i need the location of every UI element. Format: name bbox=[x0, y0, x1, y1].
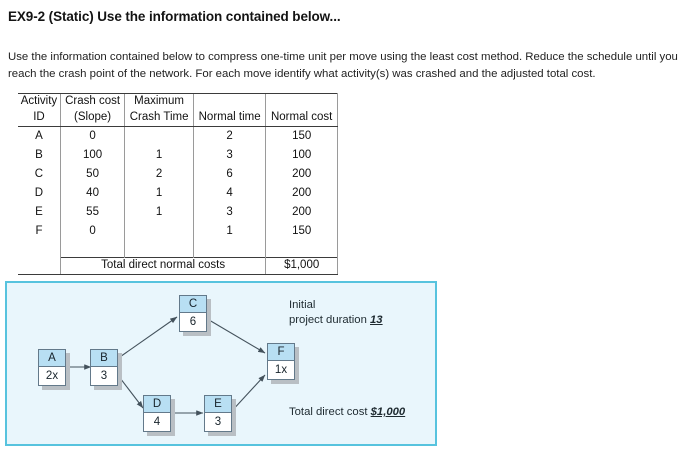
table-header-row-1: Activity Crash cost Maximum bbox=[18, 93, 338, 110]
cell-normal-cost: 200 bbox=[265, 184, 338, 203]
network-node-b[interactable]: B 3 bbox=[90, 349, 122, 390]
th-slope: (Slope) bbox=[59, 110, 125, 127]
cell-max-crash-time: 1 bbox=[124, 203, 194, 222]
initial-duration-line2: project duration bbox=[289, 313, 367, 326]
node-duration: 3 bbox=[100, 370, 108, 382]
cell-activity-id: A bbox=[35, 130, 43, 142]
th-blank-normal-cost bbox=[265, 93, 338, 110]
cell-slope: 0 bbox=[59, 126, 125, 146]
node-label: E bbox=[205, 396, 231, 413]
th-maximum: Maximum bbox=[124, 93, 194, 110]
cell-slope: 0 bbox=[59, 222, 125, 241]
cell-activity-id: D bbox=[34, 187, 44, 199]
cell-normal-time: 6 bbox=[192, 165, 266, 184]
table-header-row-2: ID (Slope) Crash Time Normal time Normal… bbox=[18, 110, 338, 127]
node-duration: 2x bbox=[45, 370, 59, 382]
network-diagram-panel: A 2x B 3 C 6 D 4 E 3 F 1 bbox=[5, 281, 437, 446]
initial-duration-annotation: Initial project duration 13 bbox=[289, 298, 383, 327]
total-direct-cost-value: $1,000 bbox=[370, 406, 406, 418]
table-spacer-cell bbox=[18, 241, 60, 258]
network-node-a[interactable]: A 2x bbox=[38, 349, 70, 390]
table-spacer-cell bbox=[265, 241, 338, 258]
node-duration: 4 bbox=[153, 416, 161, 428]
arrow-c-f bbox=[203, 316, 266, 354]
table-total-row: Total direct normal costs$1,000 bbox=[18, 257, 338, 275]
cell-normal-cost: 100 bbox=[265, 146, 338, 165]
cell-normal-cost: 150 bbox=[265, 126, 338, 146]
node-label: D bbox=[144, 396, 170, 413]
network-node-f[interactable]: F 1x bbox=[267, 343, 299, 384]
th-normal-time: Normal time bbox=[192, 110, 266, 127]
node-box: A 2x bbox=[38, 349, 66, 386]
th-id: ID bbox=[18, 110, 61, 127]
cell-slope: 50 bbox=[59, 165, 125, 184]
cell-max-crash-time bbox=[124, 126, 194, 146]
node-duration: 3 bbox=[214, 416, 222, 428]
cell-activity-id: F bbox=[35, 225, 43, 237]
total-direct-cost-label: Total direct cost bbox=[289, 406, 368, 418]
cell-normal-time: 3 bbox=[192, 203, 266, 222]
question-prompt: Use the information contained below to c… bbox=[8, 51, 678, 80]
total-direct-normal-costs-value: $1,000 bbox=[265, 257, 338, 275]
node-label: A bbox=[39, 350, 65, 367]
node-label: C bbox=[180, 296, 206, 313]
cell-normal-cost: 200 bbox=[265, 165, 338, 184]
node-box: D 4 bbox=[143, 395, 171, 432]
th-crash-time: Crash Time bbox=[124, 110, 194, 127]
cell-max-crash-time: 1 bbox=[124, 184, 194, 203]
node-box: B 3 bbox=[90, 349, 118, 386]
cell-activity-id: C bbox=[34, 168, 44, 180]
th-normal-cost: Normal cost bbox=[265, 110, 338, 127]
initial-duration-value: 13 bbox=[370, 313, 383, 326]
cell-normal-cost: 150 bbox=[265, 222, 338, 241]
cell-normal-time: 3 bbox=[192, 146, 266, 165]
cell-max-crash-time: 2 bbox=[124, 165, 194, 184]
cell-normal-time: 1 bbox=[192, 222, 266, 241]
th-activity: Activity bbox=[18, 93, 61, 110]
cell-slope: 100 bbox=[59, 146, 125, 165]
total-direct-cost-annotation: Total direct cost $1,000 bbox=[289, 405, 405, 420]
table-spacer-cell bbox=[192, 241, 266, 258]
node-box: C 6 bbox=[179, 295, 207, 332]
total-direct-normal-costs-label: Total direct normal costs bbox=[59, 257, 266, 275]
network-node-c[interactable]: C 6 bbox=[179, 295, 211, 336]
cell-max-crash-time: 1 bbox=[124, 146, 194, 165]
network-node-d[interactable]: D 4 bbox=[143, 395, 175, 436]
node-label: B bbox=[91, 350, 117, 367]
node-label: F bbox=[268, 344, 294, 361]
th-crash-cost: Crash cost bbox=[59, 93, 125, 110]
arrow-b-c bbox=[116, 316, 178, 360]
cell-max-crash-time bbox=[124, 222, 194, 241]
cell-slope: 55 bbox=[59, 203, 125, 222]
node-box: F 1x bbox=[267, 343, 295, 380]
total-blank-cell bbox=[18, 257, 61, 275]
table-spacer-row bbox=[18, 241, 338, 258]
initial-duration-line1: Initial bbox=[289, 299, 316, 311]
cell-normal-cost: 200 bbox=[265, 203, 338, 222]
cell-normal-time: 4 bbox=[192, 184, 266, 203]
network-node-e[interactable]: E 3 bbox=[204, 395, 236, 436]
table-spacer-cell bbox=[124, 241, 194, 258]
cell-slope: 40 bbox=[59, 184, 125, 203]
activity-data-table: Activity Crash cost Maximum ID (Slope) C… bbox=[18, 93, 338, 275]
cell-normal-time: 2 bbox=[192, 126, 266, 146]
node-duration: 1x bbox=[274, 364, 288, 376]
table-spacer-cell bbox=[59, 241, 125, 258]
node-duration: 6 bbox=[189, 316, 197, 328]
node-box: E 3 bbox=[204, 395, 232, 432]
cell-activity-id: B bbox=[35, 149, 43, 161]
page-title: EX9-2 (Static) Use the information conta… bbox=[8, 9, 341, 24]
cell-activity-id: E bbox=[35, 206, 43, 218]
th-blank-normal-time bbox=[192, 93, 266, 110]
